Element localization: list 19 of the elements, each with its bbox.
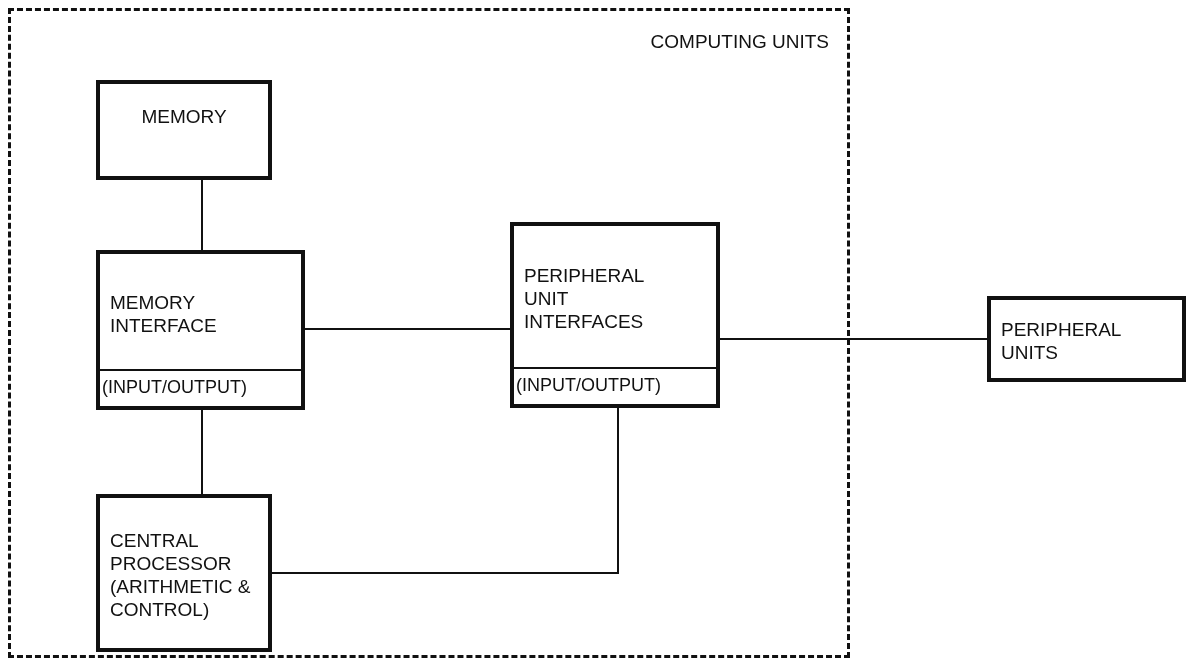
unit-box bbox=[96, 250, 305, 410]
connector-line bbox=[719, 338, 988, 340]
unit-box bbox=[987, 296, 1186, 382]
dashed-group-boundary bbox=[8, 8, 850, 658]
group-title: COMPUTING UNITS bbox=[650, 31, 829, 53]
box-label: MEMORY INTERFACE bbox=[110, 291, 218, 338]
io-compartment-label: (INPUT/OUTPUT) bbox=[514, 367, 716, 404]
box-label: PERIPHERAL UNIT INTERFACES bbox=[524, 265, 645, 334]
unit-box bbox=[510, 222, 720, 408]
connector-line bbox=[304, 328, 511, 330]
connector-line bbox=[271, 407, 619, 574]
box-label: MEMORY bbox=[141, 106, 227, 129]
io-compartment-label: (INPUT/OUTPUT) bbox=[100, 369, 301, 406]
unit-box bbox=[96, 80, 272, 180]
unit-box bbox=[96, 494, 272, 652]
connector-line bbox=[201, 409, 203, 495]
box-label: CENTRAL PROCESSOR (ARITHMETIC & CONTROL) bbox=[110, 530, 252, 622]
connector-line bbox=[201, 179, 203, 251]
box-label: PERIPHERAL UNITS bbox=[1001, 319, 1122, 365]
